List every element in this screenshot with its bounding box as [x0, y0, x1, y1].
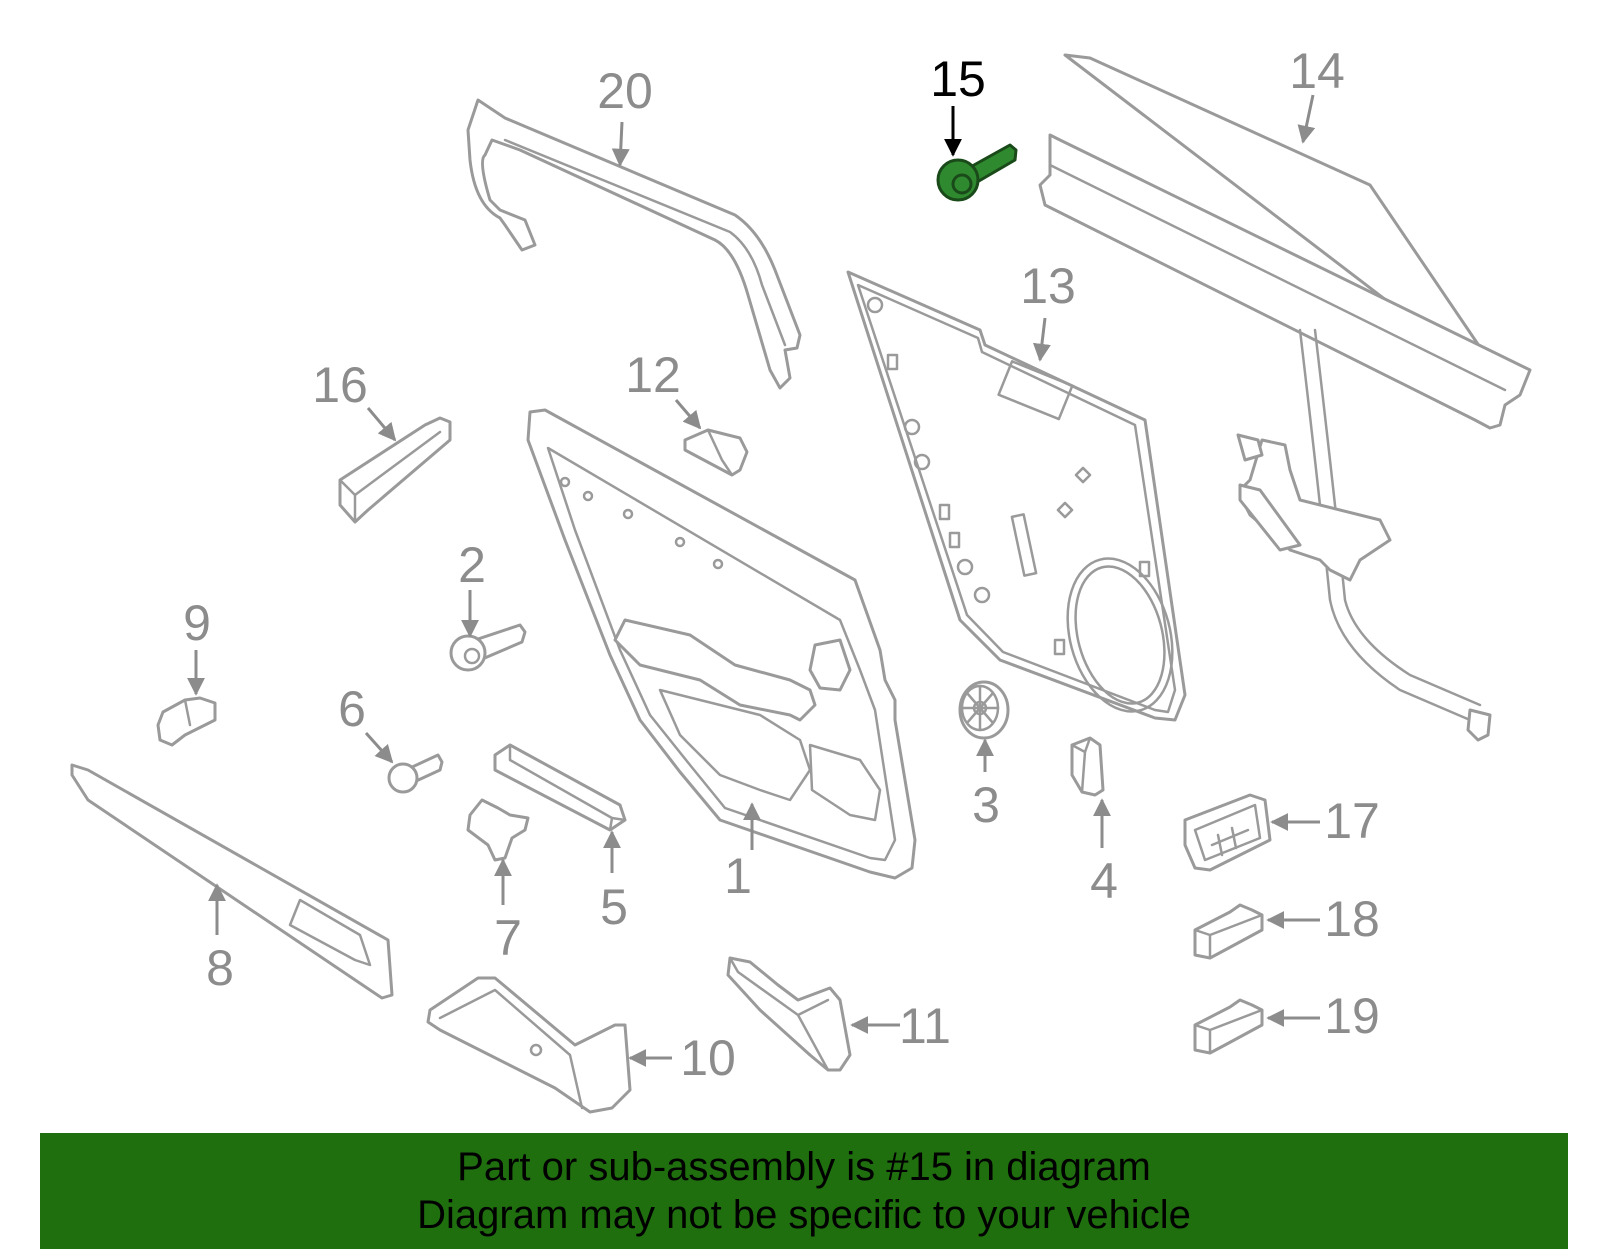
part-10-map-pocket: [426, 976, 632, 1114]
part-11-bracket: [726, 956, 852, 1072]
callout-18: 18: [1324, 891, 1380, 947]
part-6-screw: [387, 753, 444, 794]
callout-10: 10: [680, 1030, 736, 1086]
part-12-clip: [683, 428, 749, 477]
part-15-screw-highlighted: [936, 143, 1018, 202]
callout-3: 3: [972, 777, 1000, 833]
part-13-door-carrier: [846, 270, 1187, 722]
part-7-bracket-clip: [466, 798, 530, 862]
callout-1: 1: [724, 848, 752, 904]
banner-line-1: Part or sub-assembly is #15 in diagram: [457, 1145, 1151, 1189]
callout-12: 12: [625, 347, 681, 403]
part-5-grab-handle-insert: [493, 743, 627, 832]
part-1-door-trim-panel: [526, 408, 917, 880]
callout-11: 11: [899, 998, 951, 1054]
part-19-switch-block: [1193, 998, 1264, 1055]
part-4-cap: [1070, 736, 1105, 797]
callout-14: 14: [1289, 43, 1345, 99]
callout-7: 7: [494, 910, 522, 966]
callout-16: 16: [312, 357, 368, 413]
part-18-switch-block: [1193, 903, 1264, 960]
callout-13: 13: [1020, 258, 1076, 314]
banner-line-2: Diagram may not be specific to your vehi…: [417, 1193, 1191, 1237]
callout-4: 4: [1090, 853, 1118, 909]
callout-19: 19: [1324, 988, 1380, 1044]
part-2-screw: [449, 623, 527, 672]
part-8-trim-strip: [70, 763, 394, 1000]
part-20-window-frame-trim: [466, 98, 802, 390]
part-3-speaker: [958, 680, 1010, 740]
info-banner: Part or sub-assembly is #15 in diagram D…: [40, 1133, 1568, 1249]
part-16-handle-housing: [338, 416, 452, 524]
callout-5: 5: [600, 879, 628, 935]
callout-8: 8: [206, 940, 234, 996]
callout-20: 20: [597, 63, 653, 119]
callout-2: 2: [458, 537, 486, 593]
callout-arrows: [187, 94, 1320, 1067]
callout-17: 17: [1324, 793, 1380, 849]
callout-15-highlighted: 15: [930, 51, 986, 107]
part-9-clip: [156, 696, 217, 747]
part-14-window-regulator: [1038, 53, 1532, 742]
part-17-switch: [1183, 793, 1272, 872]
callout-6: 6: [338, 681, 366, 737]
callout-9: 9: [183, 595, 211, 651]
callout-labels: 1 2 3 4 5 6 7 8 9 10 11 12 13 14 15 16 1…: [183, 43, 1380, 1086]
